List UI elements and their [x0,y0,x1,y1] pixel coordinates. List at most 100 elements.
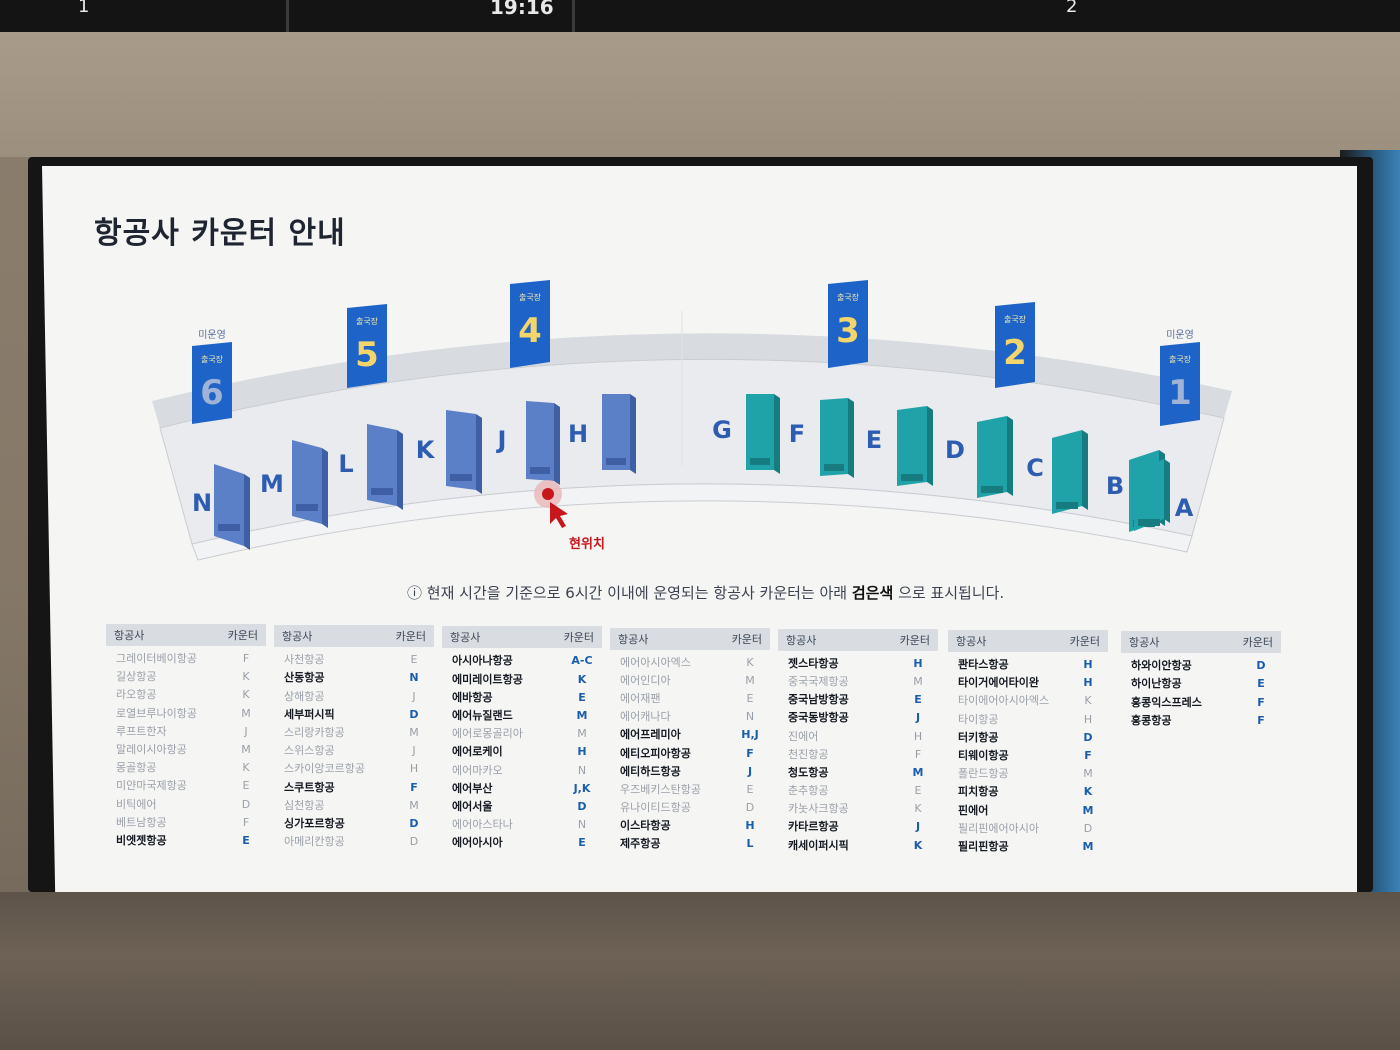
airline-name: 유나이티드항공 [620,801,691,815]
airline-counter: F [914,747,922,761]
airline-counter: M [577,727,587,741]
airline-name: 에어프레미아 [620,728,681,742]
airline-row: 에바항공 E [442,689,602,707]
airline-counter: E [578,690,586,704]
airline-counter: H,J [741,728,759,742]
airline-counter: F [1084,748,1092,762]
airline-name: 라오항공 [116,688,157,702]
airline-counter: D [1083,821,1093,835]
counter-block-e [897,406,927,486]
location-arrow-icon [550,502,568,528]
airline-counter: K [913,838,923,852]
counter-block-d [977,416,1007,498]
airline-name: 에어로몽골리아 [452,727,523,741]
counter-block-m [292,440,322,524]
airline-counter: E [578,836,586,850]
airline-name: 에바항공 [452,690,493,704]
departure-label: 출국장 [519,292,542,302]
airline-counter: K [914,802,922,816]
terminal-back-wall [152,333,1232,428]
airline-name: 에어부산 [452,781,493,795]
header-counter: 카운터 [227,629,258,642]
header-counter: 카운터 [563,631,594,645]
airline-name: 몽골항공 [116,761,157,775]
airline-name: 베트남항공 [116,815,167,829]
airline-counter: M [241,706,251,720]
airline-counter: N [745,710,755,724]
airline-name: 중국국제항공 [788,674,849,688]
airline-name: 에티하드항공 [620,764,681,778]
airline-name: 우즈베키스탄항공 [620,782,701,796]
counter-block-l [367,424,397,506]
header-airline: 항공사 [114,629,145,642]
airline-name: 이스타항공 [620,819,671,833]
airline-name: 하와이안항공 [1131,659,1192,673]
airline-counter: N [577,818,587,832]
counter-block-a-body-base [1138,519,1160,526]
airline-name: 에어인디아 [620,673,671,687]
airline-name: 제주항공 [620,837,661,851]
airline-name: 비엣젯항공 [116,833,167,847]
airline-counter: E [746,691,754,705]
departure-banner [1160,342,1200,426]
counter-block-k-side [476,414,482,494]
departure-label: 출국장 [356,316,379,326]
header-airline: 항공사 [1129,636,1160,650]
airline-counter: F [746,746,754,760]
airline-row: 에티하드항공 J [610,763,770,781]
top-divider [286,0,289,32]
airline-name: 스위스항공 [284,744,335,758]
counter-block-j-side [554,403,560,485]
airline-name: 에어로케이 [452,745,503,759]
airline-counter: J [747,764,753,778]
airline-counter: D [577,799,587,813]
counter-block-h-side [630,394,636,474]
airline-name: 아시아나항공 [452,654,513,668]
airline-counter: N [577,763,587,777]
airline-counter: M [913,674,923,688]
airline-row: 에어프레미아 H,J [610,726,770,744]
airline-counter: M [1082,839,1094,853]
counter-letter-f: F [789,420,805,448]
airline-name: 사천항공 [284,653,325,667]
airline-counter: H [1083,676,1093,690]
top-display-strip: 1 19:16 2 [0,0,1400,32]
airline-counter: D [409,707,419,721]
header-airline: 항공사 [618,632,649,646]
